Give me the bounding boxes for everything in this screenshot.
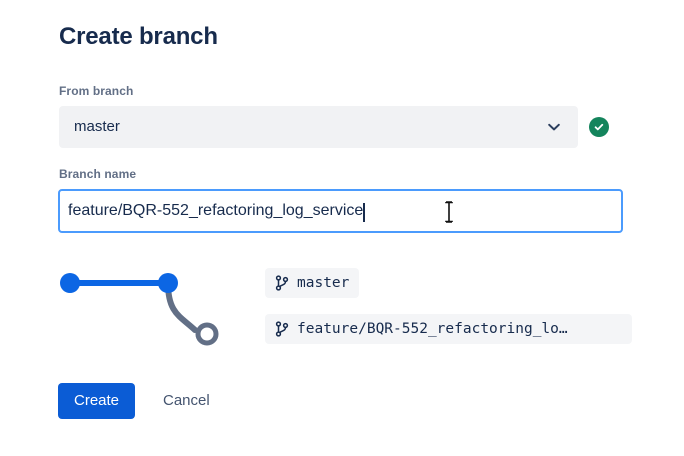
branch-name-input[interactable]: feature/BQR-552_refactoring_log_service [58, 189, 623, 233]
from-branch-row: master [59, 106, 609, 148]
i-beam-cursor [443, 201, 455, 223]
branch-label-text: feature/BQR-552_refactoring_lo… [297, 321, 568, 337]
check-circle-icon [594, 123, 604, 131]
from-branch-value: master [74, 118, 120, 135]
new-branch-node [195, 322, 219, 346]
git-branch-icon [275, 275, 289, 291]
from-branch-label: From branch [59, 84, 134, 98]
git-branch-icon [275, 321, 289, 337]
commit-node-2 [158, 273, 178, 293]
status-badge [589, 117, 609, 137]
page-title: Create branch [59, 23, 218, 50]
create-button[interactable]: Create [58, 383, 136, 419]
commit-node-1 [60, 273, 80, 293]
branch-label-master: master [265, 268, 360, 298]
branch-label-text: master [297, 275, 350, 291]
branch-name-label: Branch name [59, 167, 137, 181]
text-caret [363, 202, 365, 222]
branch-label-feature: feature/BQR-552_refactoring_lo… [265, 314, 632, 344]
cancel-button[interactable]: Cancel [155, 383, 218, 419]
branch-name-value: feature/BQR-552_refactoring_log_service [68, 202, 364, 219]
from-branch-select[interactable]: master [59, 106, 578, 148]
chevron-down-icon[interactable] [545, 118, 563, 136]
branch-graph [55, 258, 235, 358]
